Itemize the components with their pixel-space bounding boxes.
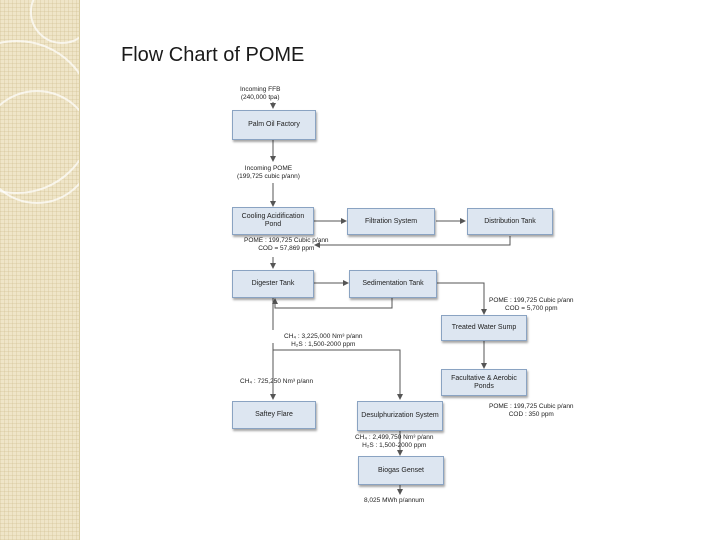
slide-title: Flow Chart of POME: [121, 44, 305, 66]
biogas-to-genset-label: CH₄ : 2,499,750 Nm³ p/ann H₂S : 1,500-20…: [355, 434, 434, 449]
pome-final-label: POME : 199,725 Cubic p/ann COD : 350 ppm: [489, 403, 574, 418]
safety-flare-box: Saftey Flare: [232, 401, 316, 429]
pome-after-cooling-label: POME : 199,725 Cubic p/ann COD = 57,869 …: [244, 237, 329, 252]
digester-tank-box: Digester Tank: [232, 270, 314, 298]
arrow-sedimentation-to-sump: [437, 282, 487, 315]
incoming-ffb-label: Incoming FFB (240,000 tpa): [240, 86, 281, 101]
biogas-genset-box: Biogas Genset: [358, 456, 444, 485]
decorative-ring: [0, 90, 79, 204]
flare-ch4-label: CH₄ : 725,250 Nm³ p/ann: [240, 378, 314, 385]
facultative-aerobic-ponds-box: Facultative & Aerobic Ponds: [441, 369, 527, 396]
decorative-side-panel: [0, 0, 79, 540]
arrow-biogas-split: [272, 343, 403, 400]
pome-after-sedimentation-label: POME : 199,725 Cubic p/ann COD = 5,700 p…: [489, 297, 574, 312]
sedimentation-tank-box: Sedimentation Tank: [349, 270, 437, 298]
biogas-total-label: CH₄ : 3,225,000 Nm³ p/ann H₂S : 1,500-20…: [284, 333, 363, 348]
distribution-tank-box: Distribution Tank: [467, 208, 553, 235]
palm-oil-factory-box: Palm Oil Factory: [232, 110, 316, 140]
cooling-acidification-pond-box: Cooling Acidification Pond: [232, 207, 314, 235]
treated-water-sump-box: Treated Water Sump: [441, 315, 527, 341]
decorative-ring: [30, 0, 79, 44]
side-panel-divider: [79, 0, 80, 540]
incoming-pome-label: Incoming POME (199,725 cubic p/ann): [237, 165, 300, 180]
filtration-system-box: Filtration System: [347, 208, 435, 235]
desulphurization-system-box: Desulphurization System: [357, 401, 443, 431]
arrow-sedimentation-to-digester-loop: [272, 298, 393, 309]
power-output-label: 8,025 MWh p/annum: [364, 497, 425, 504]
arrow-distribution-return: [314, 236, 511, 248]
